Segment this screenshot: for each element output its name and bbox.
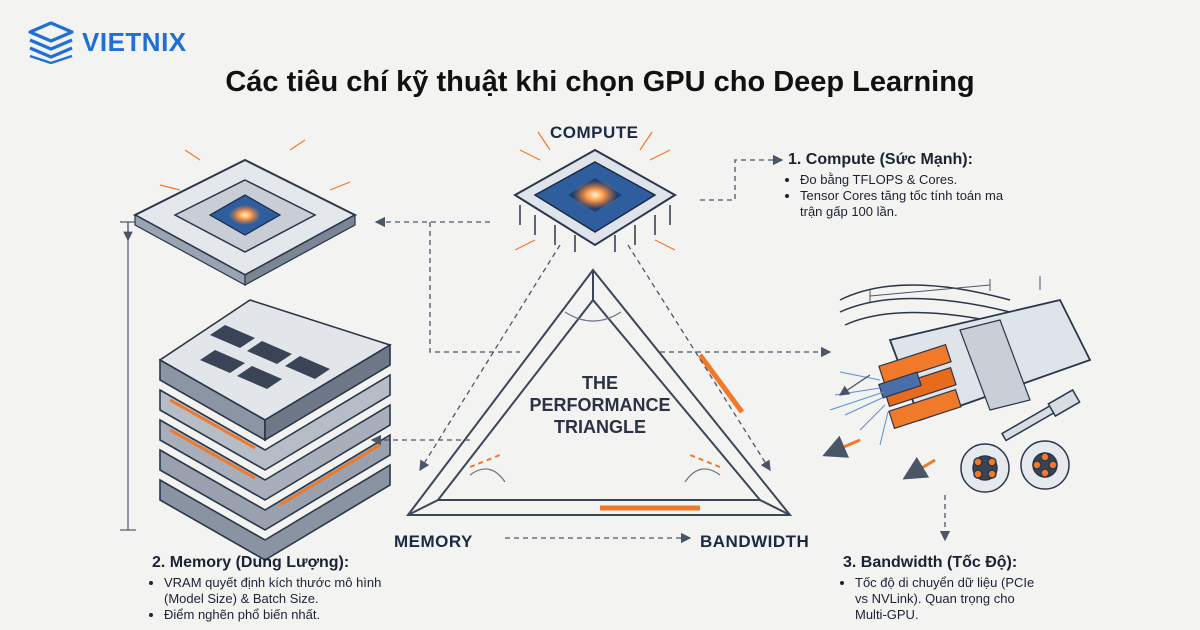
performance-triangle <box>405 268 793 516</box>
callout-memory-item: VRAM quyết định kích thước mô hình (Mode… <box>164 575 392 607</box>
callout-bandwidth-heading: 3. Bandwidth (Tốc Độ): <box>843 554 1018 571</box>
bandwidth-cable-illustration <box>822 276 1092 493</box>
callout-bandwidth-item: Tốc độ di chuyển dữ liệu (PCIe vs NVLink… <box>855 575 1043 623</box>
callout-bandwidth: 3. Bandwidth (Tốc Độ): Tốc độ di chuyển … <box>843 555 1043 623</box>
node-label-compute: COMPUTE <box>550 123 639 142</box>
center-label-line-1: THE <box>582 373 618 393</box>
memory-chip-illustration <box>132 139 358 287</box>
page-title: Các tiêu chí kỹ thuật khi chọn GPU cho D… <box>225 66 975 98</box>
edge-guides <box>419 244 771 544</box>
brand-name: VIETNIX <box>82 26 187 57</box>
triangle-center-label: THE PERFORMANCE TRIANGLE <box>500 372 700 438</box>
center-label-line-3: TRIANGLE <box>554 417 646 437</box>
node-label-bandwidth: BANDWIDTH <box>700 532 810 551</box>
compute-chip-illustration <box>513 131 677 252</box>
connector-lines <box>370 154 951 542</box>
callout-compute-heading: 1. Compute (Sức Mạnh): <box>788 151 973 168</box>
callout-compute: 1. Compute (Sức Mạnh): Đo bằng TFLOPS & … <box>788 152 1028 220</box>
center-label-line-2: PERFORMANCE <box>529 395 671 415</box>
callout-memory-list: VRAM quyết định kích thước mô hình (Mode… <box>152 575 392 623</box>
node-label-memory: MEMORY <box>394 532 473 551</box>
callout-compute-list: Đo bằng TFLOPS & Cores. Tensor Cores tăn… <box>788 172 1028 220</box>
brand-logo[interactable]: VIETNIX <box>26 20 187 64</box>
callout-compute-item: Tensor Cores tăng tốc tính toán ma trận … <box>800 188 1028 220</box>
callout-bandwidth-list: Tốc độ di chuyển dữ liệu (PCIe vs NVLink… <box>843 575 1043 623</box>
callout-memory-heading: 2. Memory (Dung Lượng): <box>152 554 350 571</box>
callout-memory: 2. Memory (Dung Lượng): VRAM quyết định … <box>152 555 392 623</box>
memory-height-bracket <box>120 221 136 531</box>
memory-stack-illustration <box>158 299 392 561</box>
vietnix-logo-icon <box>28 21 74 64</box>
callout-compute-item: Đo bằng TFLOPS & Cores. <box>800 172 1028 188</box>
callout-memory-item: Điểm nghẽn phổ biến nhất. <box>164 607 392 623</box>
